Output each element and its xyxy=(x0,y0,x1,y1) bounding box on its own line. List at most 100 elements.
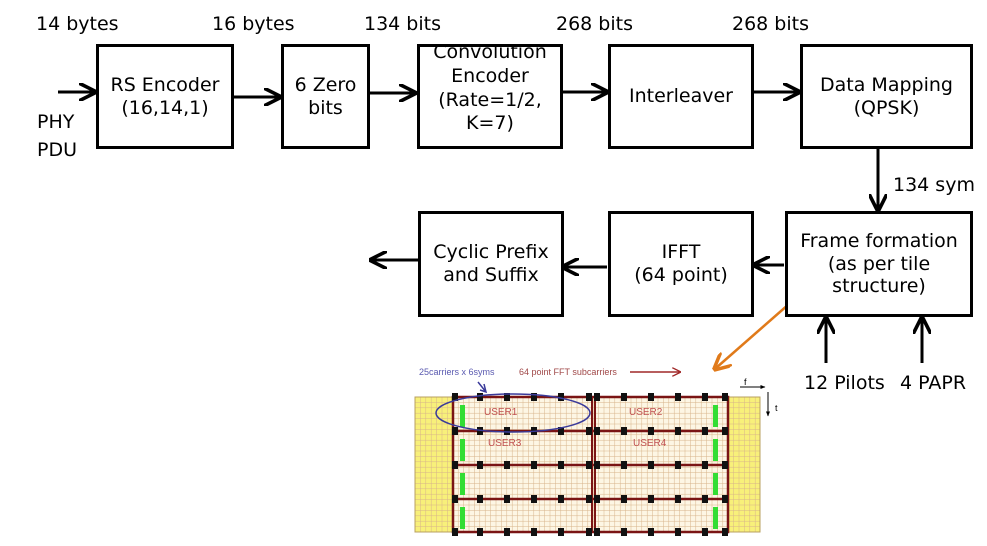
block-ifft-sub: (64 point) xyxy=(634,264,728,286)
pilot-symbol xyxy=(675,427,681,435)
papr-symbol xyxy=(713,507,718,529)
arrow-frame-to-tile xyxy=(716,296,798,368)
pilot-symbol xyxy=(504,495,510,503)
pilot-symbol xyxy=(702,495,708,503)
tile-axis-f-label: f xyxy=(744,377,747,387)
pilot-symbol xyxy=(621,528,627,536)
pilot-symbol xyxy=(477,427,483,435)
papr-symbol xyxy=(460,507,465,529)
papr-symbol xyxy=(460,473,465,495)
pilot-symbol xyxy=(586,528,592,536)
pilot-symbol xyxy=(722,393,728,401)
block-rs-params: (16,14,1) xyxy=(121,96,209,119)
pilot-symbol xyxy=(594,427,600,435)
pilot-symbol xyxy=(722,427,728,435)
pilot-symbol xyxy=(477,461,483,469)
pilot-symbol xyxy=(477,495,483,503)
size-label-map-output: 134 sym xyxy=(893,174,975,196)
block-interleaver-title: Interleaver xyxy=(629,85,733,108)
block-conv-line3: (Rate=1/2, xyxy=(438,88,542,111)
tile-user3-label: USER3 xyxy=(488,438,522,449)
input-label-pdu: PDU xyxy=(37,139,77,161)
papr-symbol xyxy=(713,439,718,461)
pilot-symbol xyxy=(722,495,728,503)
pilot-symbol xyxy=(702,461,708,469)
pilot-symbol xyxy=(648,528,654,536)
size-label-zero-output: 134 bits xyxy=(364,13,441,35)
pilot-symbol xyxy=(531,393,537,401)
pilot-symbol xyxy=(531,461,537,469)
pilot-symbol xyxy=(722,461,728,469)
block-mapping-sub: (QPSK) xyxy=(853,96,920,119)
pilot-symbol xyxy=(594,495,600,503)
size-label-int-output: 268 bits xyxy=(732,13,809,35)
block-rs-title: RS Encoder xyxy=(110,73,220,96)
pilot-symbol xyxy=(586,495,592,503)
tile-fft-label: 64 point FFT subcarriers xyxy=(519,367,617,377)
pilot-symbol xyxy=(702,393,708,401)
tile-user2-label: USER2 xyxy=(629,407,663,418)
pilot-symbol xyxy=(648,461,654,469)
pilot-symbol xyxy=(621,393,627,401)
block-conv-line2: Encoder xyxy=(451,64,529,87)
papr-symbol xyxy=(713,405,718,427)
block-interleaver: Interleaver xyxy=(608,44,754,149)
pilot-symbol xyxy=(504,393,510,401)
tile-axis-t-label: t xyxy=(775,403,778,413)
pilot-symbol xyxy=(675,393,681,401)
block-zero-title: 6 Zero xyxy=(294,73,357,96)
size-label-rs-output: 16 bytes xyxy=(212,13,295,35)
guard-band-right xyxy=(728,397,760,532)
tile-carriers-label: 25carriers x 6syms xyxy=(419,367,495,377)
block-frame-line3: structure) xyxy=(832,275,926,298)
pilot-symbol xyxy=(621,495,627,503)
pilot-symbol xyxy=(452,427,458,435)
block-zero-sub: bits xyxy=(308,96,343,119)
block-cp-title: Cyclic Prefix xyxy=(433,241,549,264)
block-ifft-title: IFFT xyxy=(661,241,701,264)
block-mapping-title: Data Mapping xyxy=(820,73,953,96)
block-ifft: IFFT(64 point) xyxy=(608,211,754,317)
block-cp-sub: and Suffix xyxy=(443,264,539,286)
label-papr: 4 PAPR xyxy=(900,372,967,394)
block-conv-line4: K=7) xyxy=(466,112,514,135)
pilot-symbol xyxy=(586,427,592,435)
pilot-symbol xyxy=(594,393,600,401)
pilot-symbol xyxy=(675,495,681,503)
pilot-symbol xyxy=(452,461,458,469)
tile-user4-label: USER4 xyxy=(633,438,667,449)
pilot-symbol xyxy=(675,461,681,469)
pilot-symbol xyxy=(722,528,728,536)
block-data-mapping: Data Mapping(QPSK) xyxy=(800,44,973,149)
pilot-symbol xyxy=(504,461,510,469)
pilot-symbol xyxy=(452,393,458,401)
input-label-phy: PHY xyxy=(37,111,75,133)
user1-highlight-ellipse xyxy=(435,393,591,433)
label-pilots: 12 Pilots xyxy=(804,372,885,394)
block-convolution-encoder: Convolution Encoder (Rate=1/2, K=7) xyxy=(417,44,563,149)
pilot-symbol xyxy=(531,528,537,536)
block-rs-encoder: RS Encoder(16,14,1) xyxy=(96,44,234,149)
pilot-symbol xyxy=(558,495,564,503)
size-label-input: 14 bytes xyxy=(36,13,119,35)
pilot-symbol xyxy=(558,528,564,536)
pilot-symbol xyxy=(477,528,483,536)
pilot-symbol xyxy=(594,528,600,536)
pilot-symbol xyxy=(452,528,458,536)
pilot-symbol xyxy=(586,393,592,401)
block-frame-formation: Frame formation (as per tile structure) xyxy=(785,211,973,317)
pilot-symbol xyxy=(504,427,510,435)
pilot-symbol xyxy=(452,495,458,503)
tile-user1-label: USER1 xyxy=(484,407,518,418)
papr-symbol xyxy=(460,405,465,427)
block-frame-line1: Frame formation xyxy=(800,229,958,252)
pilot-symbol xyxy=(531,495,537,503)
pilot-symbol xyxy=(558,427,564,435)
pilot-symbol xyxy=(558,393,564,401)
pilot-symbol xyxy=(504,528,510,536)
block-frame-line2: (as per tile xyxy=(827,252,931,275)
